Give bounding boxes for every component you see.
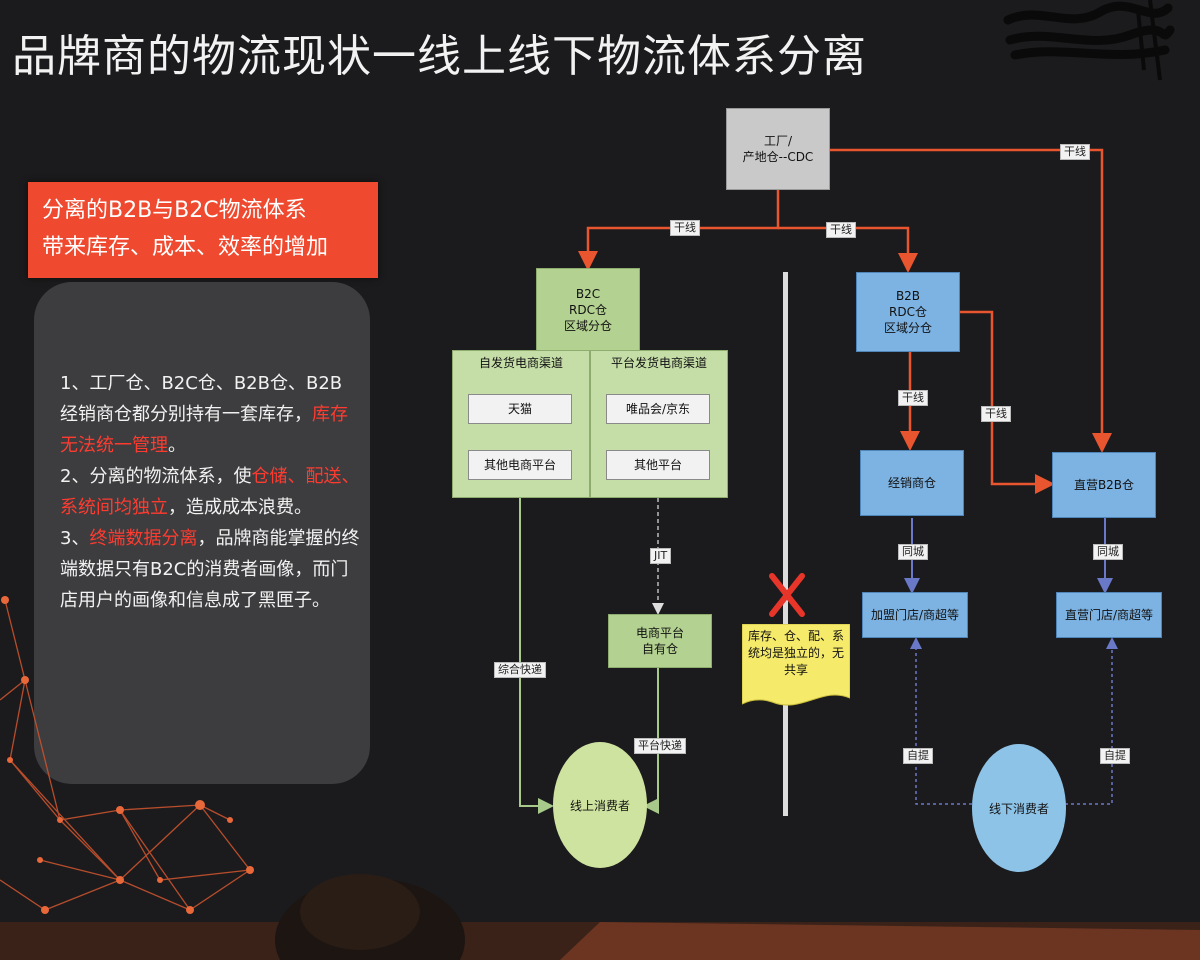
b2c-rdc-line-3: 区域分仓 (563, 319, 612, 333)
callout-line-1: 分离的B2B与B2C物流体系 (42, 198, 307, 223)
text-panel (34, 282, 370, 784)
points-list: 1、工厂仓、B2C仓、B2B仓、B2B经销商仓都分别持有一套库存，库存无法统一管… (60, 368, 360, 616)
point-1-text-a: 1、工厂仓、B2C仓、B2B仓、B2B经销商仓都分别持有一套库存， (60, 373, 343, 425)
platform-warehouse-box: 电商平台 自有仓 (608, 614, 712, 668)
label-pickup-2: 自提 (1100, 748, 1130, 764)
b2c-rdc-line-1: B2C (575, 287, 601, 301)
platform-warehouse-line-2: 自有仓 (641, 642, 678, 656)
point-2-highlight: 仓储、配送、系统间均独立 (60, 466, 360, 518)
point-2-text-b: ，造成成本浪费。 (168, 497, 312, 518)
label-city-1: 同城 (898, 544, 928, 560)
point-3-text-a: 3、 (60, 528, 90, 549)
franchise-store-box: 加盟门店/商超等 (862, 592, 968, 638)
label-trunk-5: 干线 (981, 406, 1011, 422)
label-trunk-2: 干线 (826, 222, 856, 238)
redacted-scribble (1003, 0, 1175, 81)
decorative-network (0, 596, 254, 914)
point-1-highlight: 库存无法统一管理 (60, 404, 348, 456)
divider-line (783, 272, 788, 816)
label-trunk-3: 干线 (1060, 144, 1090, 160)
label-express: 综合快递 (494, 662, 546, 678)
tmall-box: 天猫 (468, 394, 572, 424)
other-platform-box: 其他平台 (606, 450, 710, 480)
label-city-2: 同城 (1093, 544, 1123, 560)
arrow-self-online (519, 498, 554, 814)
arrow-offline-franchise (910, 637, 972, 805)
direct-store-box: 直营门店/商超等 (1056, 592, 1162, 638)
b2b-rdc-line-3: 区域分仓 (883, 321, 932, 335)
label-pickup-1: 自提 (903, 748, 933, 764)
label-jit: JIT (650, 548, 672, 564)
online-consumer-ellipse: 线上消费者 (553, 742, 647, 868)
cdc-line-1: 工厂/ (763, 134, 793, 148)
arrow-cdc-b2b (778, 226, 918, 273)
cdc-box: 工厂/ 产地仓--CDC (726, 108, 830, 190)
vip-jd-box: 唯品会/京东 (606, 394, 710, 424)
slide-title: 品牌商的物流现状一线上线下物流体系分离 (12, 31, 867, 82)
arrow-b2b-direct (960, 310, 1055, 494)
other-ecommerce-box: 其他电商平台 (468, 450, 572, 480)
arrow-offline-direct (1065, 637, 1118, 805)
cdc-line-2: 产地仓--CDC (742, 150, 814, 164)
b2c-rdc-box: B2C RDC仓 区域分仓 (536, 268, 640, 352)
point-2: 2、分离的物流体系，使仓储、配送、系统间均独立，造成成本浪费。 (60, 461, 360, 523)
note-text: 库存、仓、配、系统均是独立的，无共享 (747, 629, 844, 677)
label-trunk-1: 干线 (670, 220, 700, 236)
platform-warehouse-line-1: 电商平台 (635, 626, 684, 640)
point-3: 3、终端数据分离，品牌商能掌握的终端数据只有B2C的消费者画像，而门店用户的画像… (60, 523, 360, 616)
independence-note: 库存、仓、配、系统均是独立的，无共享 (742, 624, 850, 710)
point-3-text-b: ，品牌商能掌握的终端数据只有B2C的消费者画像，而门店用户的画像和信息成了黑匣子… (60, 528, 360, 611)
point-1-text-b: 。 (168, 435, 186, 456)
b2c-rdc-line-2: RDC仓 (569, 303, 607, 317)
direct-b2b-warehouse-box: 直营B2B仓 (1052, 452, 1156, 518)
label-platform-express: 平台快递 (634, 738, 686, 754)
offline-consumer-ellipse: 线下消费者 (972, 744, 1066, 872)
point-2-text-a: 2、分离的物流体系，使 (60, 466, 252, 487)
audience-foreground (0, 874, 1200, 960)
label-trunk-4: 干线 (898, 390, 928, 406)
b2b-rdc-line-1: B2B (895, 289, 921, 303)
b2b-rdc-box: B2B RDC仓 区域分仓 (856, 272, 960, 352)
b2b-rdc-line-2: RDC仓 (889, 305, 927, 319)
arrow-cdc-direct (830, 148, 1112, 453)
callout-line-2: 带来库存、成本、效率的增加 (42, 235, 329, 260)
arrow-platform-online (643, 668, 659, 814)
self-channel-header: 自发货电商渠道 (478, 356, 563, 370)
point-1: 1、工厂仓、B2C仓、B2B仓、B2B经销商仓都分别持有一套库存，库存无法统一管… (60, 368, 360, 461)
callout-box: 分离的B2B与B2C物流体系 带来库存、成本、效率的增加 (28, 182, 378, 278)
point-3-highlight: 终端数据分离 (89, 528, 198, 549)
dealer-warehouse-box: 经销商仓 (860, 450, 964, 516)
platform-channel-header: 平台发货电商渠道 (610, 356, 707, 370)
red-x-icon (769, 573, 805, 617)
